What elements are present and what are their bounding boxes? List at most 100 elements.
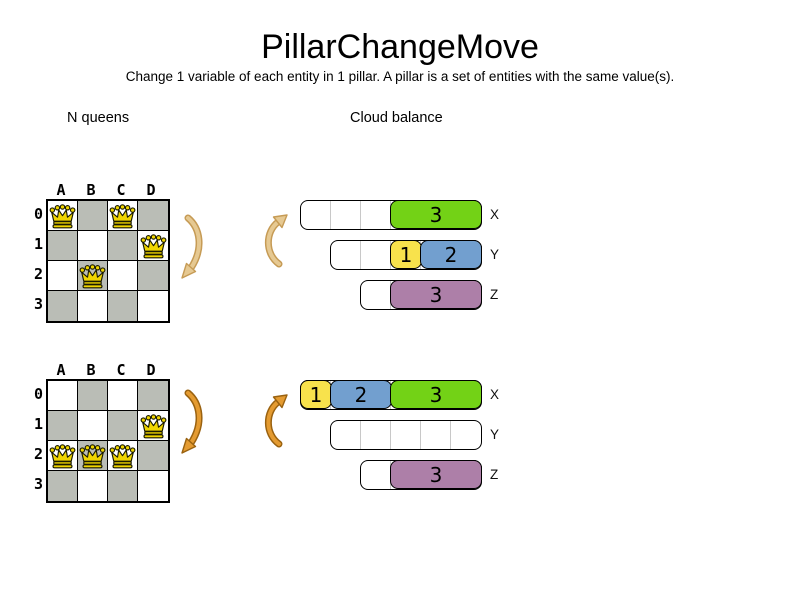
board-cell [138, 411, 168, 441]
move-arrow-down-before-icon [181, 214, 203, 279]
board-cell [108, 231, 138, 261]
column-label: B [86, 181, 96, 199]
column-label: A [56, 361, 66, 379]
row-label: 1 [33, 415, 43, 433]
queen-icon [79, 443, 106, 468]
board-cell [48, 291, 78, 321]
slot-divider [390, 421, 391, 449]
board-cells [46, 379, 170, 503]
process-block: 3 [390, 460, 482, 489]
cloud-section-label: Cloud balance [350, 110, 443, 126]
queen-icon [109, 203, 136, 228]
slot-divider [360, 241, 361, 269]
process-value: 3 [429, 382, 443, 407]
board-cell [78, 261, 108, 291]
column-label: D [146, 361, 156, 379]
page-subtitle: Change 1 variable of each entity in 1 pi… [125, 69, 675, 84]
board-cell [78, 231, 108, 261]
queen-icon [140, 413, 166, 438]
process-block: 1 [390, 240, 422, 269]
board-cell [138, 261, 168, 291]
queen-icon [49, 443, 76, 468]
process-block: 3 [390, 200, 482, 229]
row-label: 1 [33, 235, 43, 253]
slot-divider [360, 201, 361, 229]
board-cell [78, 291, 108, 321]
board-cell [108, 411, 138, 441]
process-value: 1 [309, 382, 323, 407]
process-value: 3 [429, 462, 443, 487]
column-label: C [116, 361, 126, 379]
board-cell [138, 201, 168, 231]
board-cell [138, 291, 168, 321]
board-cell [78, 381, 108, 411]
queen-icon [79, 263, 106, 288]
board-cell [48, 231, 78, 261]
column-label: A [56, 181, 66, 199]
computer-label-Z: Z [490, 467, 499, 482]
board-row-labels: 0 1 2 3 [28, 199, 43, 319]
board-cell [108, 261, 138, 291]
row-label: 0 [33, 205, 43, 223]
board-cell [48, 381, 78, 411]
move-arrow-up-after-icon [264, 394, 288, 448]
row-label: 2 [33, 445, 43, 463]
board-cell [108, 291, 138, 321]
computer-label-X: X [490, 387, 500, 402]
computer-bar-X: 1 2 3 [300, 380, 482, 410]
board-cell [138, 381, 168, 411]
row-label: 2 [33, 265, 43, 283]
process-block: 3 [390, 380, 482, 409]
computer-bar-Z: 3 [360, 280, 482, 310]
board-cell [48, 201, 78, 231]
board-cell [48, 261, 78, 291]
process-value: 2 [444, 242, 458, 267]
row-label: 0 [33, 385, 43, 403]
board-cell [48, 471, 78, 501]
chessboard-before: A B C D 0 1 2 3 [28, 181, 178, 327]
board-column-labels: A B C D [46, 181, 166, 199]
board-cell [108, 201, 138, 231]
process-block: 2 [420, 240, 482, 269]
row-label: 3 [33, 295, 43, 313]
computer-label-Z: Z [490, 287, 499, 302]
board-cell [78, 201, 108, 231]
page-title: PillarChangeMove [261, 28, 539, 66]
board-cells [46, 199, 170, 323]
column-label: B [86, 361, 96, 379]
computer-label-Y: Y [490, 427, 500, 442]
nqueens-section-label: N queens [67, 110, 130, 126]
board-cell [108, 471, 138, 501]
computer-label-X: X [490, 207, 500, 222]
queen-icon [109, 443, 136, 468]
move-arrow-down-after-icon [181, 389, 203, 454]
process-block: 1 [300, 380, 332, 409]
board-cell [138, 441, 168, 471]
process-value: 2 [354, 382, 368, 407]
move-arrow-up-before-icon [264, 214, 288, 268]
column-label: D [146, 181, 156, 199]
computer-bar-Y [330, 420, 482, 450]
process-value: 3 [429, 282, 443, 307]
board-cell [48, 441, 78, 471]
computer-bar-X: 3 [300, 200, 482, 230]
queen-icon [140, 233, 166, 258]
board-cell [78, 441, 108, 471]
process-value: 1 [399, 242, 413, 267]
board-cell [48, 411, 78, 441]
queen-icon [49, 203, 76, 228]
slot-divider [450, 421, 451, 449]
board-cell [78, 471, 108, 501]
board-column-labels: A B C D [46, 361, 166, 379]
board-cell [78, 411, 108, 441]
board-cell [108, 441, 138, 471]
column-label: C [116, 181, 126, 199]
slot-divider [330, 201, 331, 229]
slot-divider [420, 421, 421, 449]
slot-divider [360, 421, 361, 449]
